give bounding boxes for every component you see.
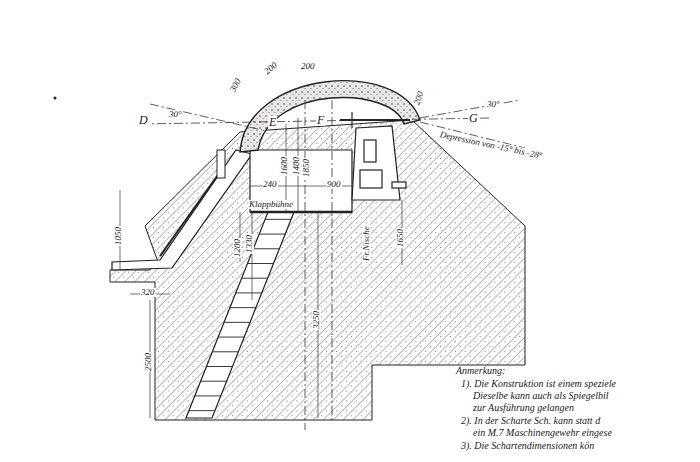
note-line: Anmerkung: xyxy=(455,366,506,376)
stair-rung xyxy=(207,366,233,367)
stair-rung xyxy=(195,395,221,396)
floor-slab xyxy=(250,211,352,214)
mount-foot xyxy=(392,182,406,188)
dimension-label: 1330 xyxy=(245,234,254,254)
dimension-label: 1400 xyxy=(292,156,301,176)
note-line: ein M.7 Maschinengewehr eingese xyxy=(472,428,613,438)
stair-rung xyxy=(265,219,291,220)
dimension-label: 30° xyxy=(486,100,501,109)
dimension-label: 3250 xyxy=(312,310,321,330)
field-line xyxy=(150,104,262,130)
dimension-label: 200 xyxy=(412,89,426,107)
centre-line xyxy=(305,100,306,430)
tube-rail xyxy=(160,165,225,256)
hatch-frame xyxy=(217,150,225,178)
dimension-label: 30° xyxy=(168,110,183,119)
dimension-label: 2500 xyxy=(144,352,153,372)
note-line: 1). Die Konstruktion ist einem speziele xyxy=(460,379,617,389)
stair-rung xyxy=(218,337,244,338)
dim-line xyxy=(252,212,253,300)
dimension-label: 1050 xyxy=(114,226,123,246)
stair-rung xyxy=(242,278,268,279)
note-line: zur Ausführung gelangen xyxy=(472,403,575,413)
dimension-label: 200 xyxy=(262,60,280,77)
stair-rung xyxy=(230,307,256,308)
dimension-label: D xyxy=(138,114,149,126)
stair-rung xyxy=(253,248,279,249)
stair-rung xyxy=(236,292,262,293)
note-line: 2). In der Scharte Sch. kann statt d xyxy=(460,416,601,426)
stair-rung xyxy=(259,234,285,235)
stair-rung xyxy=(224,322,250,323)
dimension-label: F xyxy=(316,114,325,126)
dimension-label: E xyxy=(268,116,277,128)
dimension-label: Depression von -15° bis -28° xyxy=(438,130,544,161)
dimension-lines xyxy=(120,118,402,418)
dimension-label: 1850 xyxy=(302,158,311,178)
dimension-label: 1200 xyxy=(233,238,242,258)
dimension-label: 900 xyxy=(326,180,342,189)
mount-base xyxy=(360,170,382,188)
dimension-label: Klappbühne xyxy=(248,200,294,209)
entry-tube xyxy=(112,150,252,270)
dimension-label: 300 xyxy=(228,76,243,94)
dimension-label: 240 xyxy=(262,180,278,189)
stair-shaft xyxy=(186,212,294,418)
dimension-label: 1600 xyxy=(280,156,289,176)
stair-rung xyxy=(212,351,238,352)
dimension-label: G xyxy=(468,112,479,124)
mount-body xyxy=(352,126,400,200)
note-line: 3). Die Schartendimensionen kön xyxy=(460,441,595,451)
mount-slot xyxy=(364,140,376,162)
stray-dot xyxy=(54,97,57,100)
axis-line xyxy=(140,118,490,124)
dimension-label: Fr.Nische xyxy=(362,225,371,262)
gun-mount xyxy=(340,112,410,200)
earth-massif xyxy=(110,120,525,420)
stair-rungs xyxy=(189,219,291,410)
dimension-label: 1650 xyxy=(396,228,405,248)
centre-line xyxy=(332,100,333,420)
stair-rung xyxy=(201,381,227,382)
stair-rung xyxy=(248,263,274,264)
note-line: Dieselbe kann auch als Spiegelbil xyxy=(472,391,610,401)
stair-rung xyxy=(189,410,215,411)
dimension-label: 200 xyxy=(300,62,316,71)
dimension-label: 320 xyxy=(140,288,156,297)
